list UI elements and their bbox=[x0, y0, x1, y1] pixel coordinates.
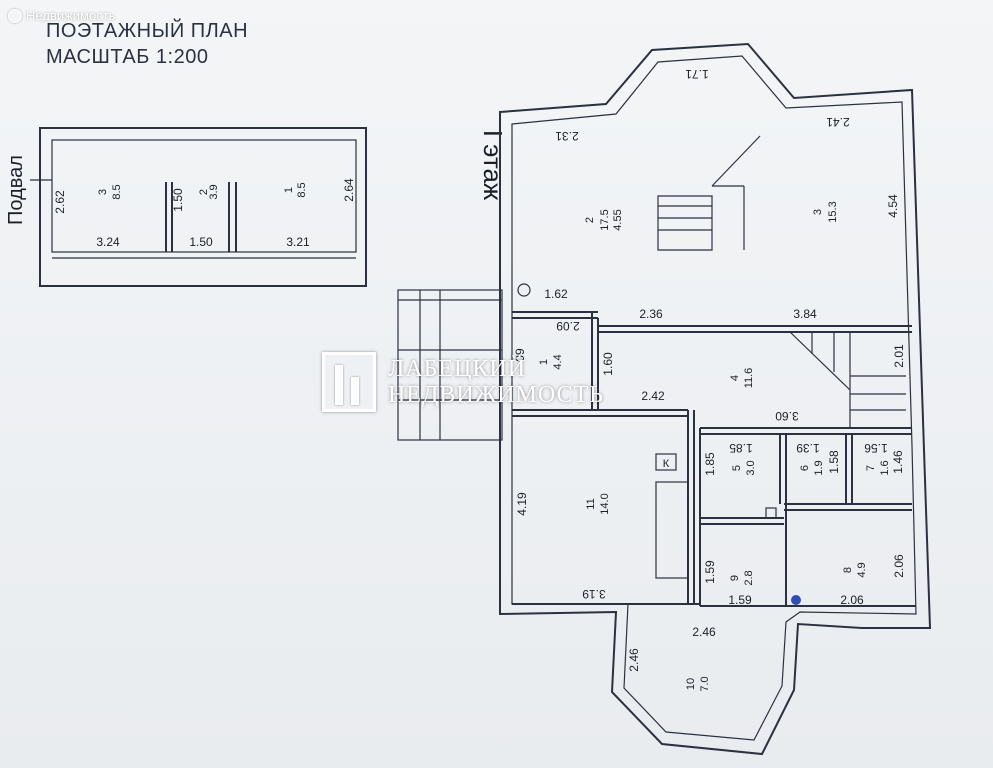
dimension: 2.42 bbox=[641, 389, 665, 403]
dimension: 2.06 bbox=[892, 554, 906, 578]
room-area: 11.6 bbox=[743, 368, 755, 389]
basement-dim: 1.50 bbox=[171, 188, 185, 212]
dimension: 3.84 bbox=[793, 307, 817, 321]
basement-room-area: 8.5 bbox=[111, 184, 123, 199]
room-area: 4.4 bbox=[552, 354, 564, 369]
first-floor-plan: I этаж bbox=[397, 42, 932, 756]
dimension: 2.46 bbox=[627, 648, 641, 672]
basement-plan: Подвал 3 8.5 2 3.9 1 8.5 2.62 3.24 1.50 … bbox=[5, 127, 367, 287]
meter-icon bbox=[791, 595, 801, 605]
dimension: 2.01 bbox=[892, 344, 906, 368]
watermark-top: Недвижимость bbox=[8, 8, 115, 23]
room-number: 2 bbox=[584, 217, 596, 223]
dimension: 1.56 bbox=[864, 441, 888, 455]
basement-dim: 3.24 bbox=[96, 235, 120, 249]
dimension: 1.59 bbox=[703, 560, 717, 584]
dimension: 1.85 bbox=[703, 452, 717, 476]
brand-name-line2: НЕДВИЖИМОСТЬ bbox=[388, 382, 604, 408]
room-number: 4 bbox=[729, 375, 741, 381]
room-area: 1.6 bbox=[879, 460, 891, 475]
dimension: 1.46 bbox=[891, 450, 905, 474]
dimension: 4.19 bbox=[515, 492, 529, 516]
basement-room-number: 2 bbox=[198, 189, 210, 195]
room-number: 5 bbox=[731, 465, 743, 471]
room-extra: 4.55 bbox=[612, 209, 624, 230]
dimension: 2.36 bbox=[639, 307, 663, 321]
room-labels: 2 17.5 4.55 3 15.3 1 4.4 4 11.6 5 3.0 6 … bbox=[538, 201, 891, 691]
boiler-icon bbox=[517, 283, 531, 297]
kitchen-counter bbox=[655, 481, 689, 579]
dimension: 4.54 bbox=[886, 194, 900, 218]
room-number: 9 bbox=[729, 575, 741, 581]
dimension: 2.46 bbox=[692, 625, 716, 639]
dimension: 3.60 bbox=[775, 409, 799, 423]
dimension: 2.31 bbox=[555, 129, 579, 143]
basement-dim: 3.21 bbox=[286, 235, 310, 249]
brand-name-line1: ЛАБЕЦКИЙ bbox=[388, 356, 527, 382]
dimension: 1.85 bbox=[729, 441, 753, 455]
room-area: 14.0 bbox=[599, 493, 611, 514]
drain-icon bbox=[765, 507, 777, 519]
room-area: 17.5 bbox=[599, 209, 611, 230]
dimension: 1.39 bbox=[796, 441, 820, 455]
basement-inner-wall bbox=[51, 139, 357, 253]
dimension: 1.60 bbox=[601, 352, 615, 376]
dimension: 2.41 bbox=[826, 115, 850, 129]
kitchen-mark: К bbox=[663, 458, 670, 470]
basement-outer-wall bbox=[39, 127, 367, 287]
dimension: 1.62 bbox=[544, 287, 568, 301]
room-number: 1 bbox=[538, 359, 550, 365]
kitchen-box bbox=[655, 453, 677, 471]
watermark-logo-icon bbox=[8, 8, 22, 23]
first-floor-inner-wall bbox=[511, 55, 917, 741]
room-area: 7.0 bbox=[699, 676, 711, 691]
basement-label: Подвал bbox=[5, 155, 27, 225]
basement-room-number: 1 bbox=[283, 187, 295, 193]
plan-title-block: ПОЭТАЖНЫЙ ПЛАН МАСШТАБ 1:200 bbox=[46, 18, 248, 70]
plan-scale: МАСШТАБ 1:200 bbox=[46, 46, 209, 68]
room-area: 2.8 bbox=[743, 570, 755, 585]
watermark-brand: ЛАБЕЦКИЙ НЕДВИЖИМОСТЬ bbox=[322, 352, 604, 412]
plan-title: ПОЭТАЖНЫЙ ПЛАН bbox=[46, 20, 249, 42]
room-area: 15.3 bbox=[827, 201, 839, 222]
staircase-lower bbox=[778, 331, 906, 428]
dimension-labels: 1.71 2.31 2.41 4.54 1.62 2.36 3.84 2.09 … bbox=[513, 67, 906, 672]
room-area: 1.9 bbox=[813, 460, 825, 475]
room-number: 6 bbox=[799, 465, 811, 471]
dimension: 2.09 bbox=[556, 319, 580, 333]
dimension: 1.58 bbox=[827, 450, 841, 474]
room-number: 10 bbox=[685, 678, 697, 690]
dimension: 09 bbox=[513, 348, 527, 362]
first-floor-label: I этаж bbox=[478, 130, 508, 201]
basement-room-area: 3.9 bbox=[208, 184, 220, 199]
dimension: 2.06 bbox=[840, 593, 864, 607]
room-number: 8 bbox=[842, 567, 854, 573]
brand-logo-icon bbox=[322, 352, 376, 412]
watermark-top-text: Недвижимость bbox=[26, 8, 116, 23]
entrance-steps bbox=[397, 289, 503, 441]
dimension: 1.71 bbox=[685, 67, 709, 81]
room-number: 11 bbox=[585, 498, 597, 509]
basement-dim: 2.64 bbox=[342, 178, 356, 202]
room-area: 3.0 bbox=[745, 460, 757, 475]
room-area: 4.9 bbox=[856, 562, 868, 577]
staircase-upper bbox=[657, 135, 761, 251]
basement-room-number: 3 bbox=[97, 189, 109, 195]
basement-room-area: 8.5 bbox=[296, 182, 308, 197]
basement-dim: 2.62 bbox=[53, 190, 67, 214]
room-number: 3 bbox=[812, 209, 824, 215]
dimension: 3.19 bbox=[582, 587, 606, 601]
room-number: 7 bbox=[865, 465, 877, 471]
first-floor-outer-wall bbox=[499, 42, 932, 756]
dimension: 1.59 bbox=[728, 593, 752, 607]
basement-dim: 1.50 bbox=[189, 235, 213, 249]
